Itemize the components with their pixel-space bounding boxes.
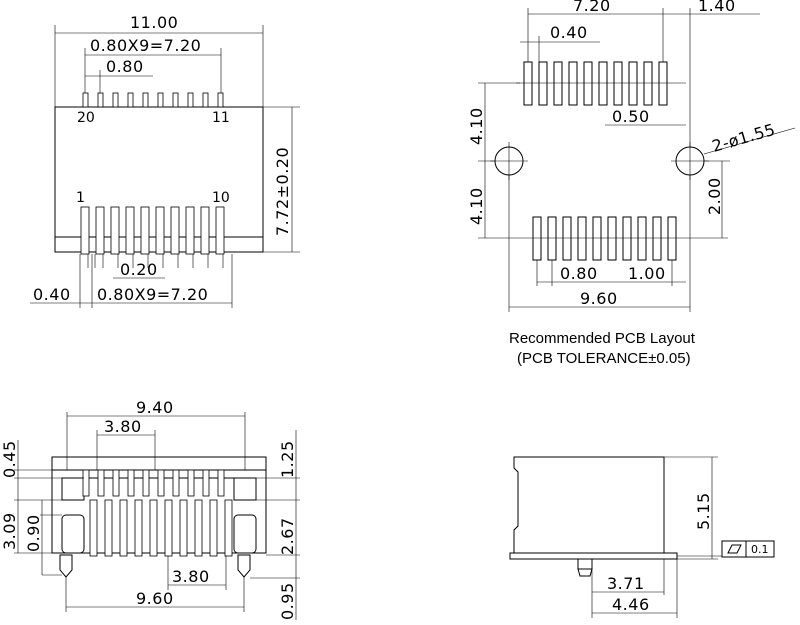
pcb-caption-title: Recommended PCB Layout bbox=[509, 330, 696, 347]
dim-front-095: 0.95 bbox=[278, 582, 297, 620]
front-view: 9.40 3.80 0.45 3.09 0.90 1.25 2.67 0.95 … bbox=[0, 398, 300, 620]
connector-body-side bbox=[513, 456, 665, 556]
dim-pcb-bottom-pitch: 0.80 bbox=[560, 264, 598, 283]
dim-pcb-pad-width: 0.40 bbox=[550, 23, 588, 42]
dim-side-371: 3.71 bbox=[607, 574, 645, 593]
dim-front-top-width: 9.40 bbox=[136, 398, 174, 417]
dim-front-090: 0.90 bbox=[24, 514, 43, 552]
pin-label-1: 1 bbox=[76, 190, 85, 206]
dim-front-inner-top: 3.80 bbox=[104, 417, 142, 436]
pcb-caption-tolerance: (PCB TOLERANCE±0.05) bbox=[517, 350, 691, 367]
pin-label-11: 11 bbox=[212, 110, 230, 126]
dim-offset-040: 0.40 bbox=[33, 285, 71, 304]
dim-front-267: 2.67 bbox=[278, 517, 297, 555]
side-view: 5.15 0.1 3.71 4.46 bbox=[509, 456, 775, 618]
front-upper-contacts bbox=[82, 469, 225, 497]
dim-pcb-pad-pitch: 0.50 bbox=[612, 107, 650, 126]
pin-label-20: 20 bbox=[77, 110, 95, 126]
pcb-layout: 7.20 1.40 0.40 0.50 2-ø1.55 4.10 4.10 2.… bbox=[467, 0, 796, 367]
dim-pitch-total-bottom: 0.80X9=7.20 bbox=[97, 285, 208, 304]
dim-pitch-top: 0.80 bbox=[106, 57, 144, 76]
dim-pcb-overall: 9.60 bbox=[580, 289, 618, 308]
pin-label-10: 10 bbox=[212, 190, 230, 206]
dim-front-125: 1.25 bbox=[278, 440, 297, 478]
flatness-value: 0.1 bbox=[751, 543, 769, 556]
dim-pin-width: 0.20 bbox=[120, 260, 158, 279]
dim-front-309: 3.09 bbox=[0, 512, 19, 550]
dim-pcb-lower-row: 4.10 bbox=[467, 187, 486, 225]
dim-width-11: 11.00 bbox=[130, 13, 178, 32]
dim-height-772: 7.72±0.20 bbox=[273, 147, 292, 236]
dim-side-height: 5.15 bbox=[694, 492, 713, 530]
dim-front-045: 0.45 bbox=[0, 440, 19, 478]
pcb-upper-pads bbox=[523, 61, 668, 106]
dim-pcb-edge-140: 1.40 bbox=[698, 0, 736, 15]
front-boss-right bbox=[237, 554, 251, 578]
dim-pitch-total-top: 0.80X9=7.20 bbox=[90, 36, 201, 55]
dim-pcb-span-720: 7.20 bbox=[573, 0, 611, 15]
side-base-plate bbox=[509, 552, 678, 560]
front-boss-left bbox=[59, 554, 73, 578]
dim-pcb-hole-offset: 2.00 bbox=[705, 177, 724, 215]
dim-front-bottom-width: 9.60 bbox=[136, 589, 174, 608]
pcb-lower-pads bbox=[532, 216, 677, 261]
top-view: 11.00 0.80X9=7.20 0.80 20 11 1 10 7.72±0… bbox=[30, 13, 300, 308]
dim-pcb-upper-row: 4.10 bbox=[467, 107, 486, 145]
flatness-icon bbox=[727, 544, 742, 554]
flatness-symbol-box bbox=[721, 540, 747, 558]
top-pin-row bbox=[82, 92, 224, 108]
dim-front-inner-bottom: 3.80 bbox=[172, 567, 210, 586]
dim-pcb-bottom-pad: 1.00 bbox=[628, 264, 666, 283]
dim-pcb-hole: 2-ø1.55 bbox=[710, 120, 778, 156]
bottom-pin-row bbox=[80, 206, 233, 268]
front-lower-contacts bbox=[89, 499, 233, 557]
dim-side-446: 4.46 bbox=[612, 595, 650, 614]
